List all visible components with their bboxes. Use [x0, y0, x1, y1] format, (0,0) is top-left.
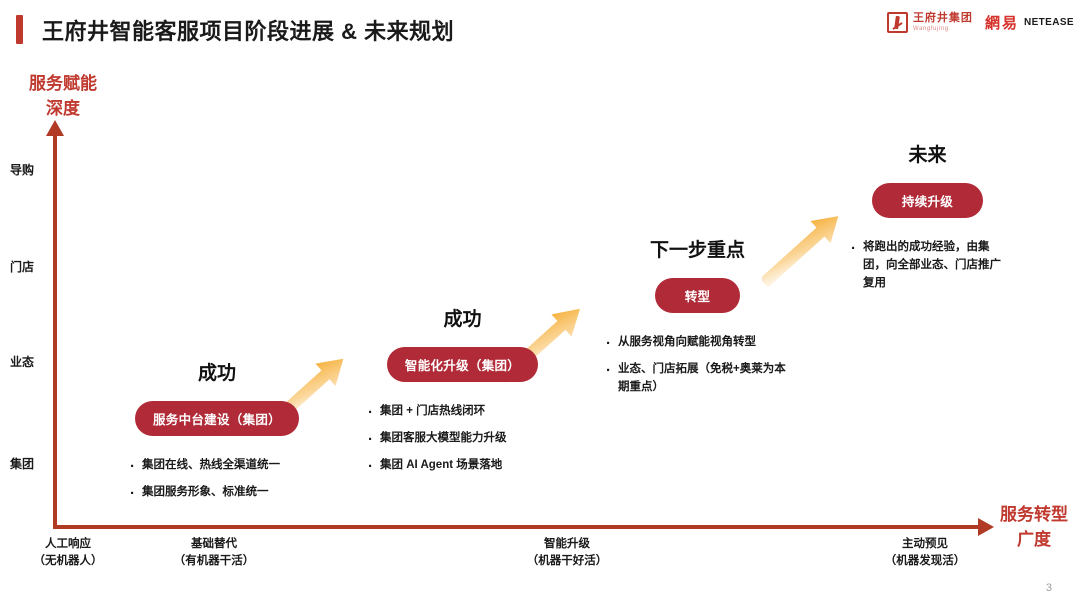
- x-tick-rengong-line2: （无机器人）: [33, 554, 103, 567]
- y-tick-daogou: 导购: [10, 163, 35, 177]
- x-tick-zhineng-line2: （机器干好活）: [526, 554, 608, 567]
- x-axis-line: [53, 525, 983, 529]
- wangfujing-mark-icon: [886, 12, 908, 33]
- x-tick-zhudong-line1: 主动预见: [902, 538, 948, 550]
- x-tick-rengong: 人工响应 （无机器人）: [0, 536, 143, 569]
- stage-1: 成功 服务中台建设（集团） 集团在线、热线全渠道统一 集团服务形象、标准统一: [112, 358, 322, 511]
- stage-3-bullet-1: 从服务视角向赋能视角转型: [605, 332, 797, 355]
- stage-3-pill[interactable]: 转型: [654, 278, 741, 313]
- stage-1-bullets: 集团在线、热线全渠道统一 集团服务形象、标准统一: [129, 455, 322, 505]
- stage-2: 成功 智能化升级（集团） 集团 + 门店热线闭环 集团客服大模型能力升级 集团 …: [355, 304, 570, 483]
- stage-2-pill[interactable]: 智能化升级（集团）: [386, 347, 539, 382]
- x-tick-zhineng: 智能升级 （机器干好活）: [492, 536, 642, 569]
- page-title: 王府井智能客服项目阶段进展 & 未来规划: [42, 19, 455, 44]
- logo-group: 王府井集团 Wangfujing 網易 NETEASE: [886, 12, 1074, 33]
- stage-4-heading: 未来: [908, 145, 947, 166]
- stage-3-bullet-2: 业态、门店拓展（免税+奥莱为本期重点）: [605, 359, 797, 397]
- x-axis-title-line2: 广度: [1017, 529, 1051, 549]
- x-axis-title-line1: 服务转型: [1000, 505, 1068, 524]
- y-axis-title: 服务赋能 深度: [8, 72, 118, 121]
- wangfujing-logo: 王府井集团 Wangfujing: [886, 12, 973, 33]
- stage-2-bullet-2: 集团客服大模型能力升级: [367, 428, 570, 451]
- netease-logo: 網易 NETEASE: [985, 12, 1074, 33]
- y-tick-jituan: 集团: [10, 457, 35, 471]
- stage-3-heading: 下一步重点: [649, 240, 745, 261]
- stage-4: 未来 持续升级 将跑出的成功经验，由集团，向全部业态、门店推广复用: [845, 140, 1010, 301]
- y-axis-line: [53, 133, 57, 529]
- stage-2-heading: 成功: [443, 309, 482, 330]
- stage-2-bullets: 集团 + 门店热线闭环 集团客服大模型能力升级 集团 AI Agent 场景落地: [367, 401, 570, 478]
- stage-1-heading: 成功: [197, 363, 236, 384]
- x-tick-rengong-line1: 人工响应: [45, 538, 91, 550]
- x-tick-zhineng-line1: 智能升级: [544, 538, 590, 550]
- netease-logo-en: NETEASE: [1023, 17, 1074, 28]
- wangfujing-logo-cn: 王府井集团: [912, 12, 973, 24]
- stage-1-bullet-1: 集团在线、热线全渠道统一: [129, 455, 322, 478]
- stage-4-bullets: 将跑出的成功经验，由集团，向全部业态、门店推广复用: [850, 237, 1010, 292]
- y-axis-title-line1: 服务赋能: [29, 74, 97, 93]
- x-tick-jichu: 基础替代 （有机器干活）: [139, 536, 289, 569]
- y-axis-title-line2: 深度: [46, 98, 80, 118]
- wangfujing-logo-en: Wangfujing: [912, 26, 949, 32]
- wangfujing-logo-text: 王府井集团 Wangfujing: [912, 12, 973, 33]
- stage-2-bullet-3: 集团 AI Agent 场景落地: [367, 455, 570, 478]
- stage-3-bullets: 从服务视角向赋能视角转型 业态、门店拓展（免税+奥莱为本期重点）: [605, 332, 797, 397]
- x-axis-title: 服务转型 广度: [988, 503, 1080, 552]
- y-tick-yetai: 业态: [10, 355, 35, 369]
- x-tick-zhudong: 主动预见 （机器发现活）: [850, 536, 1000, 569]
- arrow-stage3-to-stage4: [762, 216, 839, 288]
- y-axis-arrowhead: [46, 120, 64, 136]
- netease-logo-cn: 網易: [984, 15, 1019, 32]
- stage-4-pill[interactable]: 持续升级: [871, 183, 984, 218]
- x-tick-zhudong-line2: （机器发现活）: [884, 554, 966, 567]
- stage-1-bullet-2: 集团服务形象、标准统一: [129, 482, 322, 505]
- x-tick-jichu-line2: （有机器干活）: [173, 554, 255, 567]
- title-accent-bar: [16, 15, 23, 44]
- stage-2-bullet-1: 集团 + 门店热线闭环: [367, 401, 570, 424]
- x-axis-arrowhead: [978, 518, 994, 536]
- page-number: 3: [1045, 582, 1052, 594]
- stage-3: 下一步重点 转型 从服务视角向赋能视角转型 业态、门店拓展（免税+奥莱为本期重点…: [600, 235, 795, 405]
- y-tick-mendian: 门店: [10, 260, 35, 274]
- slide-header: 王府井智能客服项目阶段进展 & 未来规划 王府井集团 Wangfujing 網易…: [0, 0, 1080, 56]
- stage-4-bullet-1: 将跑出的成功经验，由集团，向全部业态、门店推广复用: [850, 237, 1010, 292]
- stage-1-pill[interactable]: 服务中台建设（集团）: [134, 401, 299, 436]
- x-tick-jichu-line1: 基础替代: [191, 538, 237, 550]
